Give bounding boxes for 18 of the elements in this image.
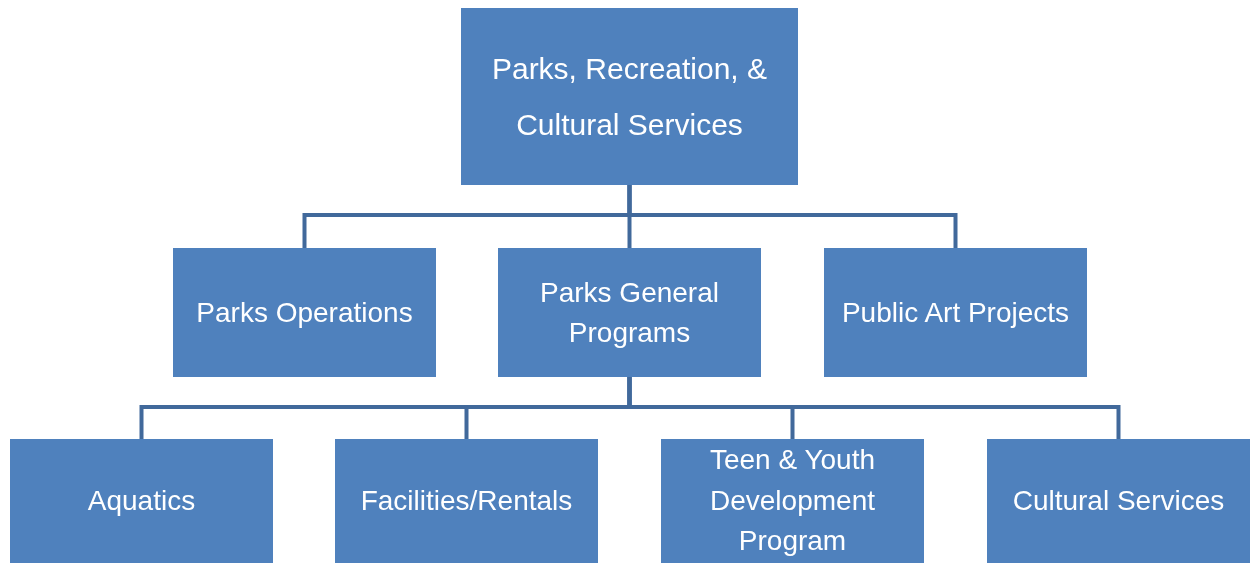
unit-name: Aquatics (87, 484, 196, 519)
org-box (173, 248, 436, 377)
org-box (10, 439, 273, 563)
connector-line (627, 377, 1121, 439)
org-box (661, 439, 924, 563)
org-box (498, 248, 761, 377)
org-box (461, 8, 798, 185)
connector-line (627, 185, 958, 248)
org-box (824, 248, 1087, 377)
org-box (335, 439, 598, 563)
unit-name: Cultural Services (1012, 484, 1225, 519)
unit-name: Parks, Recreation, & Cultural Services (490, 51, 769, 143)
unit-name: Parks General Programs (539, 276, 720, 350)
unit-name: Parks Operations (196, 295, 413, 330)
unit-name: Public Art Projects (841, 295, 1070, 330)
org-box (987, 439, 1250, 563)
unit-name: Facilities/Rentals (360, 484, 573, 519)
unit-name: Teen & Youth Development Program (708, 443, 876, 559)
